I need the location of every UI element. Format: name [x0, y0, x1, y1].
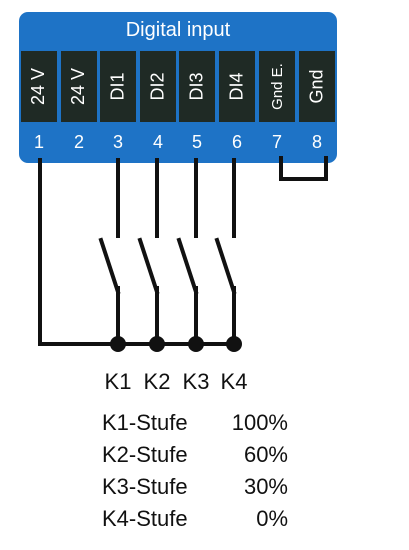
common-24v-wire: [38, 158, 236, 346]
terminal-label-row: 24 V 24 V DI1 DI2 DI3 DI4 Gnd E. Gnd: [19, 51, 337, 122]
stage-name: K2-Stufe: [102, 442, 188, 467]
k1-junction-dot: [110, 336, 126, 352]
stage-row: K2-Stufe 60%: [102, 442, 302, 474]
terminal-number-5: 5: [191, 132, 202, 152]
stage-name: K3-Stufe: [102, 474, 188, 499]
k3-switch-blade: [176, 237, 199, 295]
terminal-number-2: 2: [73, 132, 84, 152]
k2-switch-blade: [137, 237, 160, 295]
stage-value: 30%: [243, 474, 288, 499]
stage-value: 60%: [243, 442, 288, 467]
k4-switch-blade: [214, 237, 237, 295]
stage-name: K1-Stufe: [102, 410, 188, 435]
terminal-block-title: Digital input: [125, 19, 231, 41]
k2-junction-dot: [149, 336, 165, 352]
terminal-number-row: 1 2 3 4 5 6 7 8: [19, 124, 337, 160]
stage-row: K1-Stufe 100%: [102, 410, 302, 442]
contact-labels: K1 K2 K3 K4: [0, 368, 409, 398]
stage-value: 0%: [256, 506, 288, 531]
terminal-label-5: DI3: [179, 51, 215, 122]
terminal-label-1: 24 V: [21, 51, 57, 122]
contact-label-k4: K4: [220, 369, 248, 394]
terminal-label-6: DI4: [219, 51, 255, 122]
terminal-number-6: 6: [231, 132, 242, 152]
stage-name: K4-Stufe: [102, 506, 188, 531]
terminal-number-3: 3: [112, 132, 123, 152]
stage-row: K3-Stufe 30%: [102, 474, 302, 506]
terminal-number-8: 8: [311, 132, 322, 152]
terminal-number-4: 4: [152, 132, 163, 152]
k4-junction-dot: [226, 336, 242, 352]
contact-label-k1: K1: [104, 369, 132, 394]
k1-switch-blade: [98, 237, 121, 295]
terminal-number-7: 7: [271, 132, 282, 152]
stage-legend: K1-Stufe 100% K2-Stufe 60% K3-Stufe 30% …: [102, 410, 302, 538]
contact-label-k3: K3: [182, 369, 210, 394]
terminal-label-3: DI1: [100, 51, 136, 122]
contact-label-k2: K2: [143, 369, 171, 394]
gnd-bridge-wire: [279, 156, 328, 181]
terminal-label-7: Gnd E.: [259, 51, 295, 122]
terminal-label-8: Gnd: [299, 51, 335, 122]
terminal-label-4: DI2: [140, 51, 176, 122]
terminal-number-1: 1: [33, 132, 44, 152]
stage-row: K4-Stufe 0%: [102, 506, 302, 538]
k3-junction-dot: [188, 336, 204, 352]
terminal-label-2: 24 V: [61, 51, 97, 122]
stage-value: 100%: [231, 410, 288, 435]
